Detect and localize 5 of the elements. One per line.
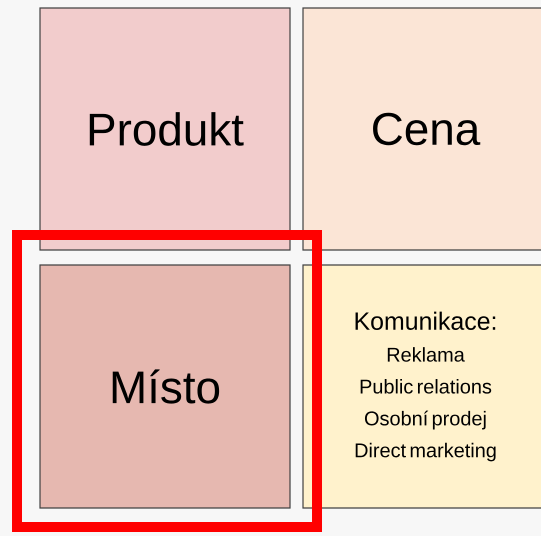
category-box: Produkt bbox=[39, 7, 291, 251]
highlight-frame bbox=[12, 230, 322, 532]
category-box: Místo bbox=[39, 264, 291, 509]
category-box: Cena bbox=[302, 7, 541, 251]
category-box: Komunikace: Reklama Public relations Osobní prodej Direct marketing bbox=[302, 264, 541, 509]
